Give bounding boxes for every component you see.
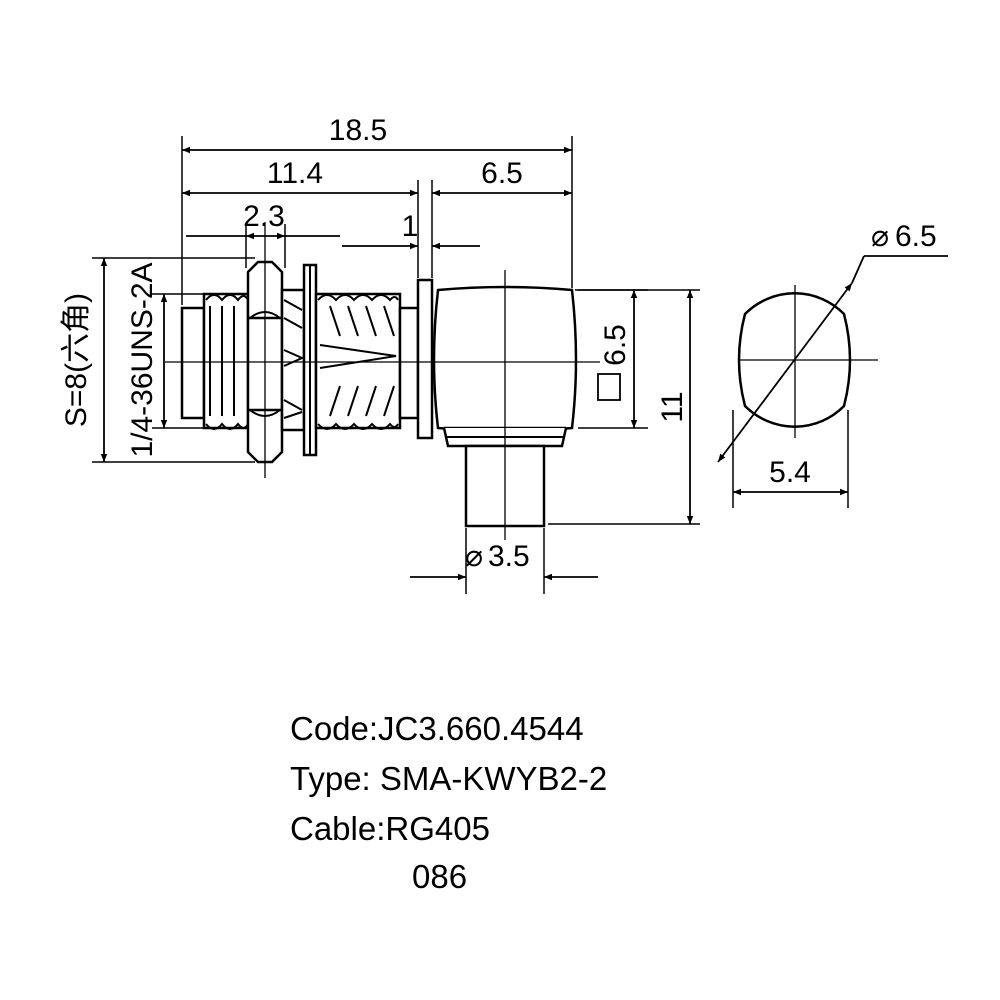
dim-head-square: 6.5 — [599, 324, 632, 366]
dim-end-view-flat: 5.4 — [769, 456, 811, 489]
dim-head-length: 6.5 — [481, 157, 523, 190]
product-cable: Cable:RG405 — [290, 810, 490, 847]
diameter-symbol-icon: ⌀ — [465, 540, 483, 573]
product-type: Type: SMA-KWYB2-2 — [290, 760, 608, 797]
flange — [416, 278, 434, 440]
dim-line-end-diameter — [717, 282, 853, 463]
square-symbol-icon — [597, 373, 621, 401]
dim-cable-diameter: 3.5 — [488, 540, 530, 573]
dim-body-length: 11.4 — [267, 157, 323, 190]
dim-total-height: 11 — [656, 391, 689, 422]
product-code: Code:JC3.660.4544 — [290, 710, 584, 747]
end-diameter-leader — [851, 255, 865, 284]
dim-thread-spec: 1/4-36UNS-2A — [126, 262, 159, 457]
dimension-lines — [100, 146, 948, 581]
body-block — [398, 306, 420, 420]
dim-hex-size: S=8(六角) — [60, 293, 93, 427]
front-thread — [202, 292, 250, 430]
dim-overall-length: 18.5 — [329, 114, 387, 147]
dim-flange-thickness: 1 — [402, 210, 419, 243]
dim-end-view-diameter: 6.5 — [895, 220, 937, 253]
diameter-symbol-icon: ⌀ — [871, 220, 889, 253]
front-pin-cap — [180, 306, 206, 420]
front-thread-teeth — [205, 294, 249, 430]
drawing-number: 086 — [412, 858, 468, 895]
dim-nut-width: 2.3 — [243, 200, 285, 233]
